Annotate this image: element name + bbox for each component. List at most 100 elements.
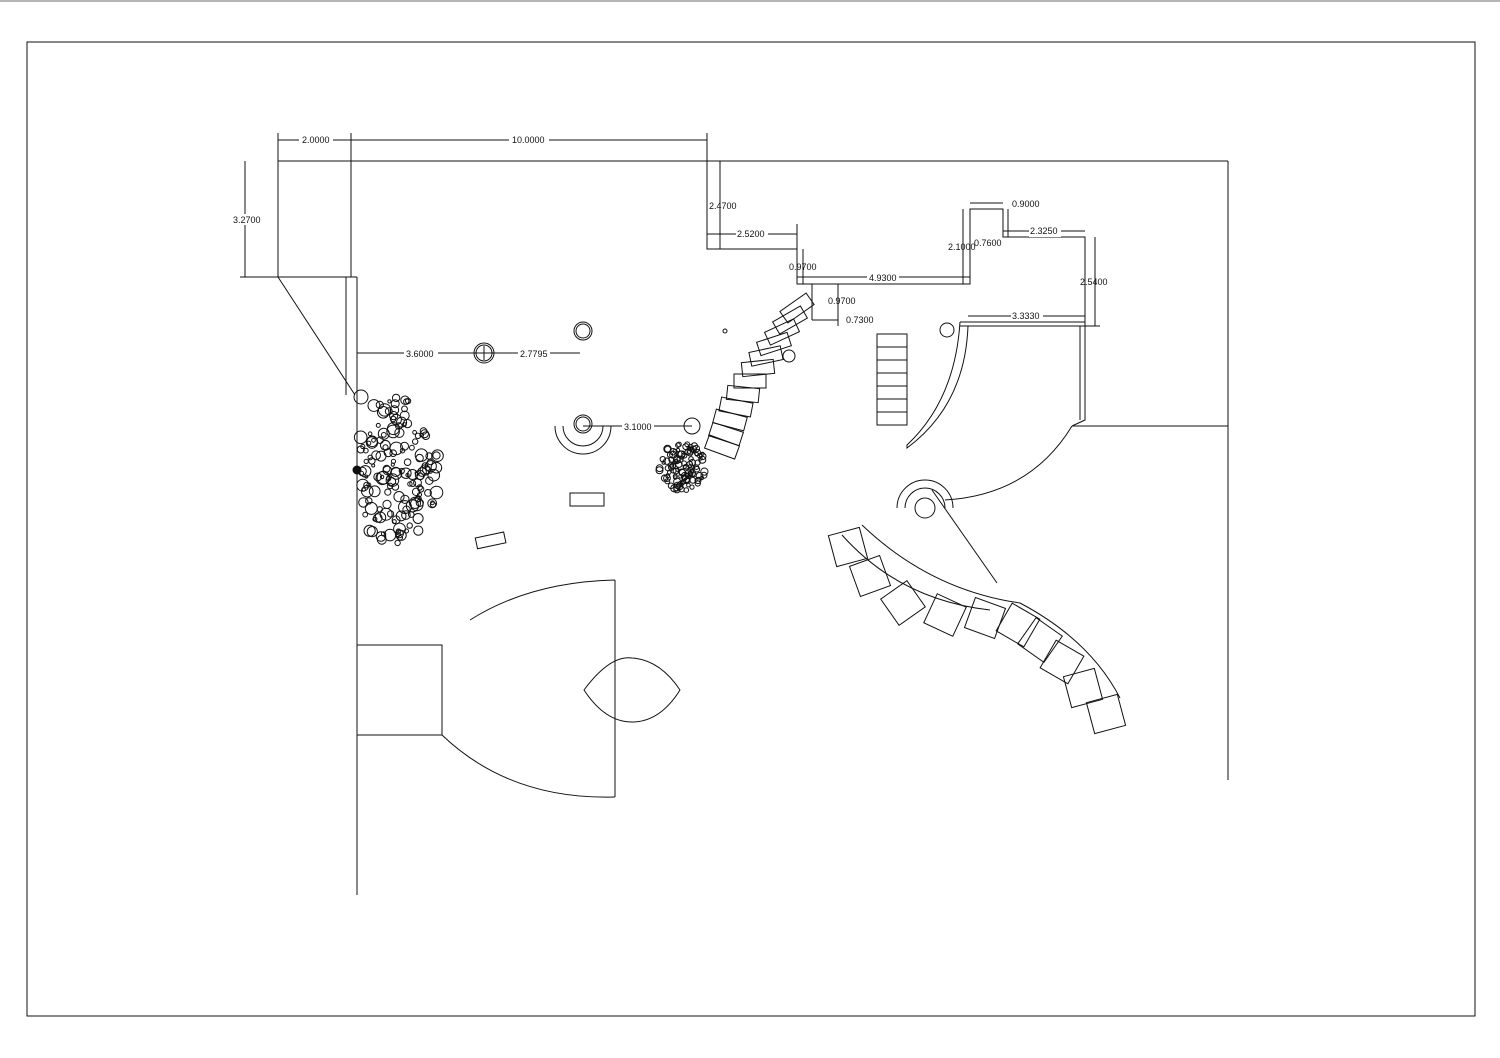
gravel-stone xyxy=(412,438,419,445)
dim-3-6000: 3.6000 xyxy=(406,349,434,359)
gravel-stone xyxy=(421,431,431,441)
gravel-stone xyxy=(692,444,701,453)
gravel-stone xyxy=(673,458,679,464)
dim-3-2700: 3.2700 xyxy=(231,214,263,225)
gravel-stone xyxy=(390,399,400,409)
gravel-stone xyxy=(373,472,383,482)
gravel-stone xyxy=(424,489,432,497)
stair-step xyxy=(779,292,815,324)
gravel-stone xyxy=(358,497,369,508)
gravel-stone xyxy=(391,393,401,403)
stepping-tile xyxy=(1062,667,1104,709)
gravel-stone xyxy=(678,468,686,476)
gravel-stone xyxy=(366,482,372,488)
storage-box xyxy=(876,346,908,361)
gravel-stone xyxy=(684,441,691,448)
gravel-stone xyxy=(655,464,664,473)
bench xyxy=(474,531,507,550)
gravel-stone xyxy=(375,450,387,462)
gravel-stone xyxy=(664,478,671,485)
gravel-stone xyxy=(659,456,666,463)
gravel-stone xyxy=(686,482,691,488)
fixtures xyxy=(352,292,1127,735)
stepping-tile xyxy=(827,526,869,568)
stair-step xyxy=(771,305,809,335)
gravel-stone xyxy=(380,531,387,537)
bench xyxy=(569,492,605,507)
gravel-stone xyxy=(371,450,382,461)
gravel-stone xyxy=(655,466,664,475)
gravel-stone xyxy=(379,474,385,480)
gravel-stone xyxy=(391,519,397,525)
gravel-stone xyxy=(681,452,688,459)
storage-box xyxy=(876,372,908,387)
gravel-stone xyxy=(675,467,680,472)
gravel-stone xyxy=(411,487,421,496)
gravel-stone xyxy=(676,441,682,448)
gravel-stone xyxy=(378,403,392,417)
walls xyxy=(240,160,1229,895)
stepping-tile xyxy=(995,602,1041,648)
gravel-stone xyxy=(361,487,366,492)
stepping-tile xyxy=(848,554,892,598)
gravel-stone xyxy=(395,529,407,541)
dimension-labels: 2.0000 10.0000 3.2700 2.4700 2.5200 0.97… xyxy=(231,134,1108,432)
gravel-stone xyxy=(430,500,435,506)
gravel-stone xyxy=(691,472,697,478)
gravel-stone xyxy=(663,457,671,465)
gravel-stone xyxy=(362,447,369,454)
gravel-stone xyxy=(409,444,415,451)
gravel-stone xyxy=(366,526,378,538)
gravel-stone xyxy=(694,480,701,487)
gravel-stone xyxy=(678,473,683,479)
light-post-icon xyxy=(573,321,593,341)
gravel-stone xyxy=(683,463,689,470)
gravel-stone xyxy=(427,498,438,509)
gravel-stone xyxy=(375,531,387,542)
gravel-planting xyxy=(353,393,709,547)
gravel-stone xyxy=(673,485,681,494)
gravel-stone xyxy=(390,458,397,464)
gravel-stone xyxy=(669,462,677,470)
stepping-tile xyxy=(1085,693,1127,735)
gravel-stone xyxy=(415,498,424,507)
gravel-stone xyxy=(429,485,444,500)
dim-2-1000: 2.1000 xyxy=(948,242,976,252)
dim-0-9700: 0.9700 xyxy=(789,262,817,272)
gravel-stone xyxy=(398,500,412,515)
stepping-tile xyxy=(923,593,967,637)
gravel-stone xyxy=(419,427,428,435)
dim-0-7300: 0.7300 xyxy=(846,315,874,325)
gravel-stone xyxy=(698,456,703,461)
storage-stack xyxy=(876,333,908,426)
gravel-stone xyxy=(400,494,410,504)
svg-text:3.2700: 3.2700 xyxy=(233,215,261,225)
stair-step xyxy=(712,408,748,432)
gravel-stone xyxy=(427,468,441,482)
gravel-stone xyxy=(663,474,671,483)
gravel-stone xyxy=(395,510,407,522)
dim-0-7600: 0.7600 xyxy=(974,238,1002,248)
gravel-stone xyxy=(376,506,383,513)
storage-box xyxy=(876,411,908,426)
gravel-stone xyxy=(401,405,408,413)
gravel-stone xyxy=(398,467,405,475)
gravel-stone xyxy=(666,451,674,458)
gravel-stone xyxy=(375,422,381,428)
window-top-edge xyxy=(0,0,1500,2)
gravel-stone xyxy=(365,436,379,449)
gravel-stone xyxy=(414,448,429,462)
gravel-stone xyxy=(405,472,410,478)
gravel-stone xyxy=(360,443,366,450)
gravel-stone xyxy=(401,510,411,520)
gravel-stone xyxy=(681,475,688,482)
dim-3-3330: 3.3330 xyxy=(1012,311,1040,321)
gravel-stone xyxy=(688,456,694,462)
sports-court xyxy=(356,579,681,798)
gravel-stone xyxy=(686,449,694,457)
dim-2-7795: 2.7795 xyxy=(520,349,548,359)
gravel-stone xyxy=(409,480,417,487)
stair-step xyxy=(748,345,784,367)
dim-2-5400: 2.5400 xyxy=(1080,277,1108,287)
